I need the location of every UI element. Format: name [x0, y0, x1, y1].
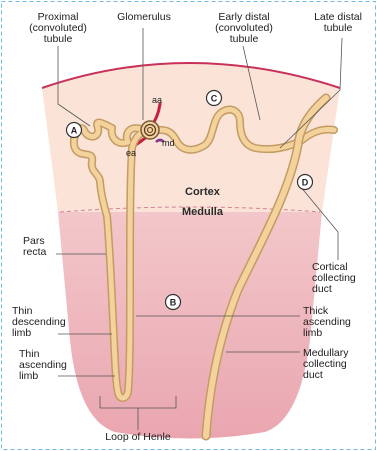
label-md: md [162, 138, 175, 148]
label-thin-ascending-limb: Thin ascending limb [19, 349, 67, 382]
label-aa: aa [152, 95, 162, 105]
label-cortical-collecting-duct: Cortical collecting duct [312, 262, 356, 295]
zone-cortex-label: Cortex [185, 186, 220, 198]
zone-medulla-label: Medulla [182, 206, 223, 218]
label-loop-of-henle: Loop of Henle [88, 432, 188, 443]
label-medullary-collecting-duct: Medullary collecting duct [303, 348, 349, 381]
marker-a-text: A [71, 126, 78, 136]
marker-d: D [298, 175, 313, 190]
label-pars-recta: Pars recta [23, 236, 46, 258]
marker-b: B [166, 295, 181, 310]
glomerulus [141, 121, 159, 139]
label-ea: ea [126, 148, 136, 158]
marker-b-text: B [170, 298, 177, 308]
label-thick-ascending-limb: Thick ascending limb [303, 306, 351, 339]
marker-d-text: D [302, 178, 309, 188]
medulla-region [58, 212, 322, 439]
label-thin-descending-limb: Thin descending limb [12, 306, 66, 339]
marker-c-text: C [211, 94, 218, 104]
marker-a: A [67, 123, 82, 138]
label-early-distal-tubule: Early distal (convoluted) tubule [194, 12, 294, 45]
label-proximal-tubule: Proximal (convoluted) tubule [22, 12, 94, 45]
label-late-distal-tubule: Late distal tubule [300, 12, 376, 34]
marker-c: C [207, 91, 222, 106]
label-glomerulus: Glomerulus [106, 12, 182, 23]
